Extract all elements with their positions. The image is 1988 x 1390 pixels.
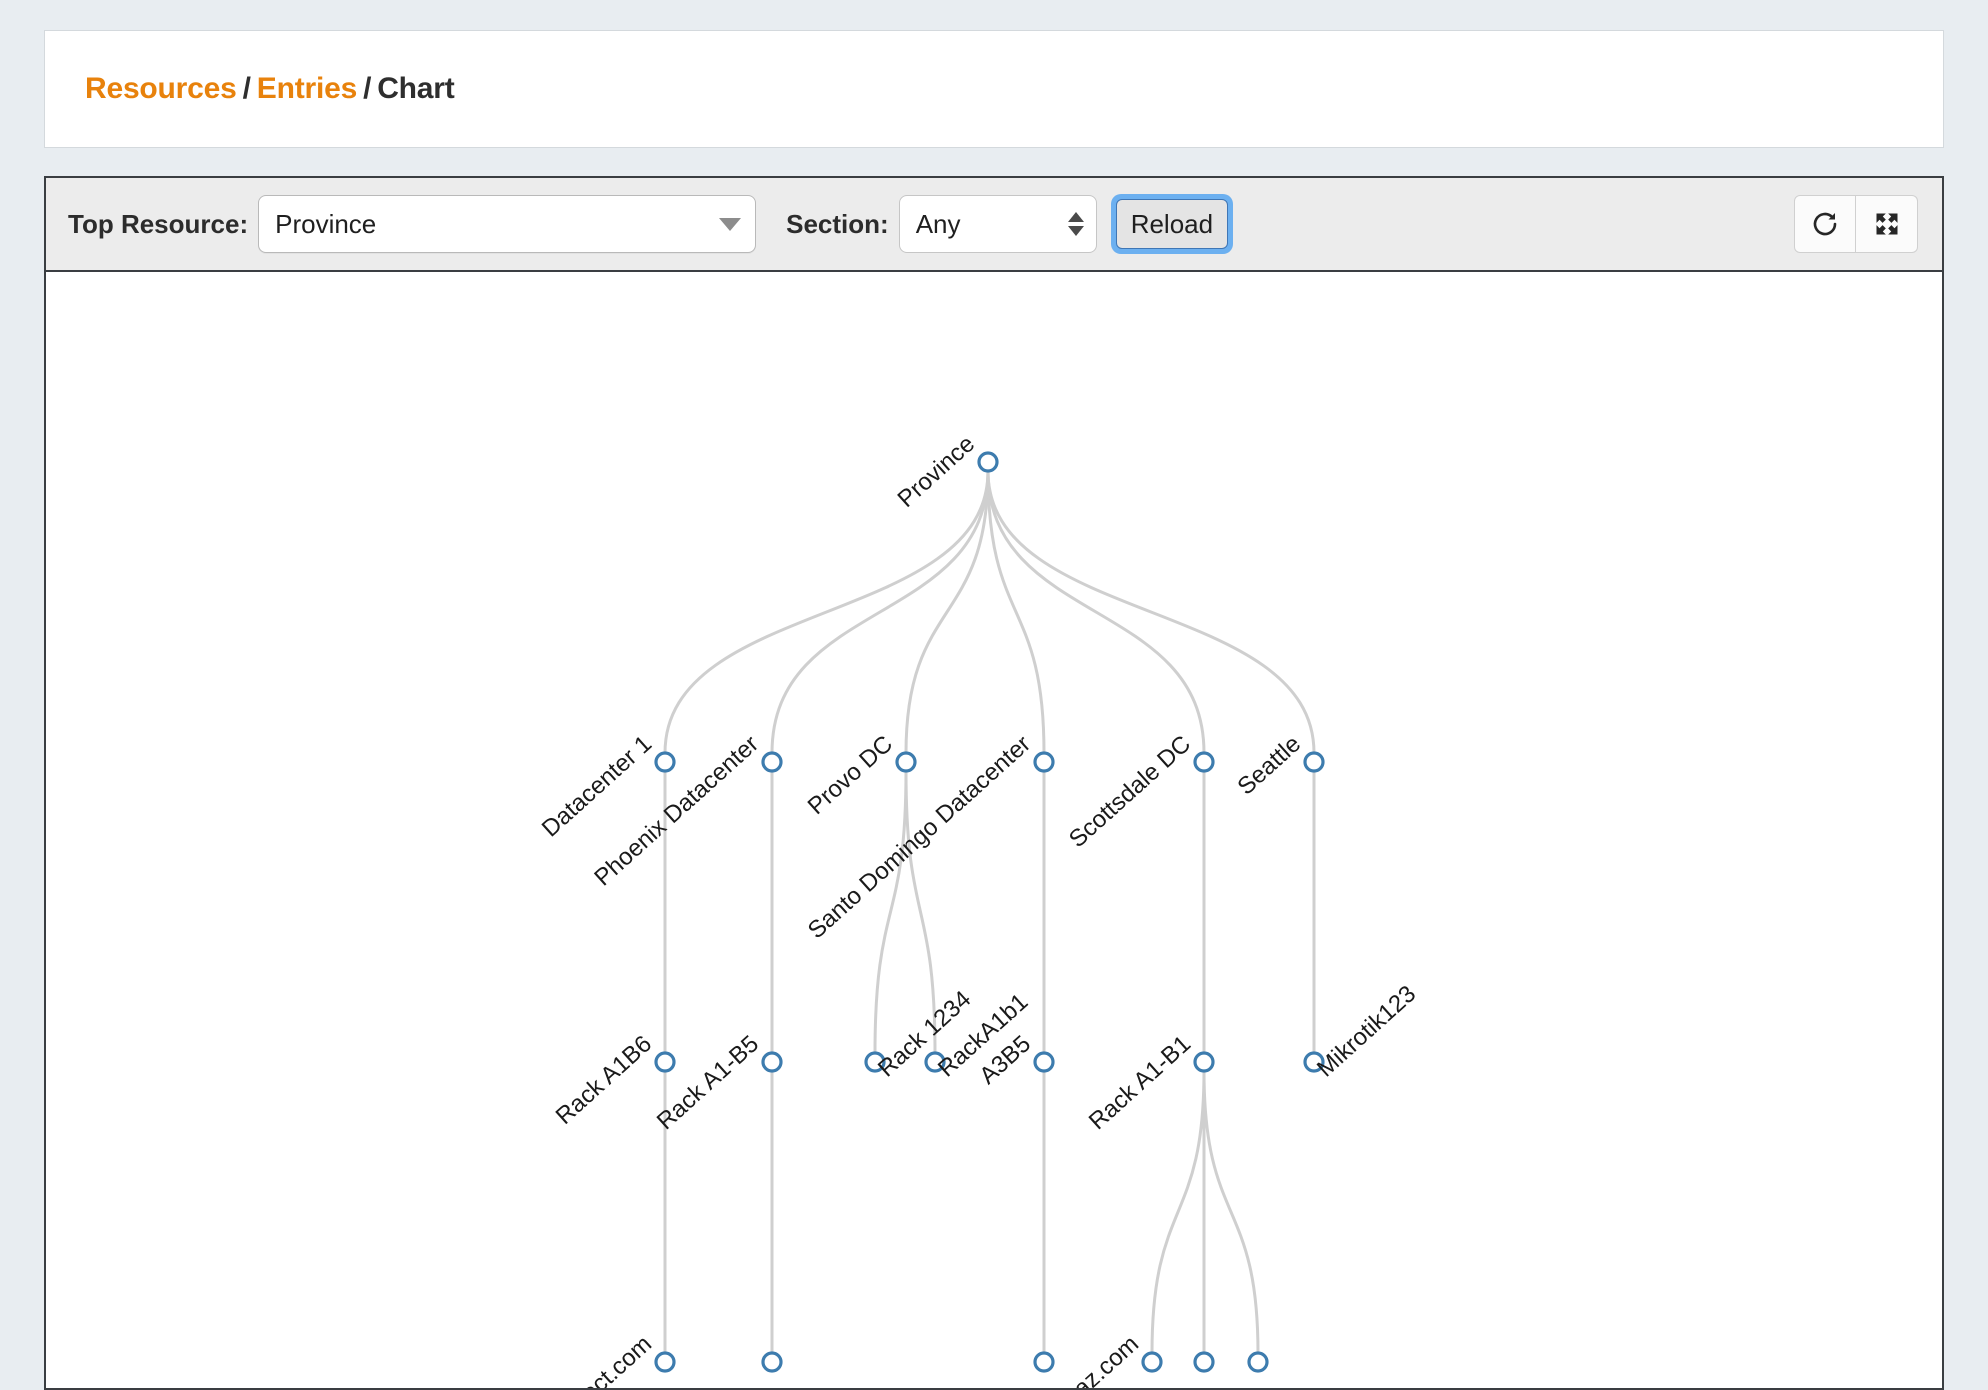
graph-node-circle[interactable]: [1303, 751, 1325, 773]
section-select[interactable]: Any: [898, 195, 1097, 253]
graph-node[interactable]: cs1.az.com: [1036, 1330, 1163, 1388]
page-root: Resources/Entries/Chart Top Resource: Pr…: [0, 30, 1988, 1390]
section-group: Section: Any: [786, 195, 1097, 253]
graph-node-circle[interactable]: [654, 1351, 676, 1373]
graph-node-circle[interactable]: [1193, 1351, 1215, 1373]
breadcrumb-separator-2: /: [363, 72, 372, 105]
top-resource-select[interactable]: Province: [258, 195, 757, 253]
toolbar-right-buttons: [1794, 195, 1918, 253]
top-resource-label: Top Resource:: [68, 208, 249, 239]
graph-edge: [1202, 1070, 1260, 1354]
chart-toolbar: Top Resource: Province Section: Any Relo…: [46, 178, 1942, 272]
graph-node-circle[interactable]: [1247, 1351, 1269, 1373]
graph-node-circle[interactable]: [924, 1051, 946, 1073]
graph-node[interactable]: [761, 1351, 783, 1373]
graph-node[interactable]: Province: [893, 430, 999, 513]
graph-node[interactable]: Provo DC: [803, 730, 917, 820]
breadcrumb-separator-1: /: [242, 72, 251, 105]
breadcrumb-item-chart: Chart: [377, 72, 455, 105]
graph-node[interactable]: [1033, 1351, 1055, 1373]
graph-node-label: Provo DC: [803, 730, 898, 820]
graph-edge: [663, 470, 990, 754]
graph-node[interactable]: Seattle: [1232, 730, 1325, 800]
graph-node[interactable]: [1193, 1351, 1215, 1373]
chevron-down-icon: [719, 217, 742, 231]
breadcrumb-card: Resources/Entries/Chart: [44, 30, 1944, 148]
graph-edge: [986, 470, 1316, 754]
chart-panel: Top Resource: Province Section: Any Relo…: [44, 176, 1944, 1390]
graph-edge: [904, 770, 937, 1054]
reload-button[interactable]: Reload: [1115, 199, 1229, 249]
graph-edge: [986, 470, 1206, 754]
graph-node-circle[interactable]: [864, 1051, 886, 1073]
graph-node-label: Scottsdale DC: [1064, 730, 1196, 853]
top-resource-value: Province: [275, 208, 377, 239]
graph-node-circle[interactable]: [1033, 1351, 1055, 1373]
graph-node[interactable]: br7.6connect.com: [497, 1330, 676, 1388]
section-value: Any: [915, 208, 961, 239]
stepper-icon: [1067, 212, 1084, 236]
graph-node-circle[interactable]: [1303, 1051, 1325, 1073]
graph-node-circle[interactable]: [1033, 1051, 1055, 1073]
graph-node-circle[interactable]: [654, 751, 676, 773]
breadcrumb-item-entries[interactable]: Entries: [256, 72, 358, 105]
refresh-button[interactable]: [1794, 195, 1856, 253]
graph-node[interactable]: Rack A1-B5: [652, 1030, 783, 1135]
reload-button-focus-ring: Reload: [1110, 194, 1234, 254]
graph-node-label: Rack A1-B5: [652, 1030, 764, 1135]
graph-node-circle[interactable]: [761, 1351, 783, 1373]
graph-edge: [770, 470, 990, 754]
graph-node-label: br7.6connect.com: [497, 1330, 657, 1388]
graph-node-label: Province: [893, 430, 980, 513]
graph-edge: [986, 470, 1046, 754]
graph-node[interactable]: Santo Domingo Datacenter: [803, 730, 1055, 944]
section-label: Section:: [786, 208, 889, 239]
graph-node-circle[interactable]: [1141, 1351, 1163, 1373]
graph-node-label: Rack A1-B1: [1084, 1030, 1196, 1135]
refresh-icon: [1813, 212, 1837, 236]
fullscreen-button[interactable]: [1856, 195, 1918, 253]
graph-node[interactable]: Mikrotik123: [1303, 980, 1421, 1082]
breadcrumb-item-resources[interactable]: Resources: [85, 72, 237, 105]
breadcrumb: Resources/Entries/Chart: [85, 72, 455, 106]
graph-edge: [904, 470, 990, 754]
graph-edge: [1150, 1070, 1206, 1354]
graph-node-circle[interactable]: [654, 1051, 676, 1073]
graph-node[interactable]: Rack A1-B1: [1084, 1030, 1215, 1135]
graph-node[interactable]: Scottsdale DC: [1064, 730, 1215, 853]
graph-node-label: Rack A1B6: [551, 1030, 657, 1130]
graph-node-circle[interactable]: [761, 1051, 783, 1073]
graph-node-circle[interactable]: [761, 751, 783, 773]
graph-node-circle[interactable]: [1033, 751, 1055, 773]
graph-node-circle[interactable]: [1193, 751, 1215, 773]
graph-node-label: Mikrotik123: [1312, 980, 1421, 1082]
edges-layer: [663, 470, 1316, 1354]
graph-node-label: Seattle: [1232, 730, 1306, 800]
fullscreen-icon: [1876, 213, 1897, 235]
graph-edge: [873, 770, 908, 1054]
graph-node-circle[interactable]: [977, 451, 999, 473]
graph-node-circle[interactable]: [1193, 1051, 1215, 1073]
graph-node[interactable]: [1247, 1351, 1269, 1373]
graph-node-circle[interactable]: [895, 751, 917, 773]
